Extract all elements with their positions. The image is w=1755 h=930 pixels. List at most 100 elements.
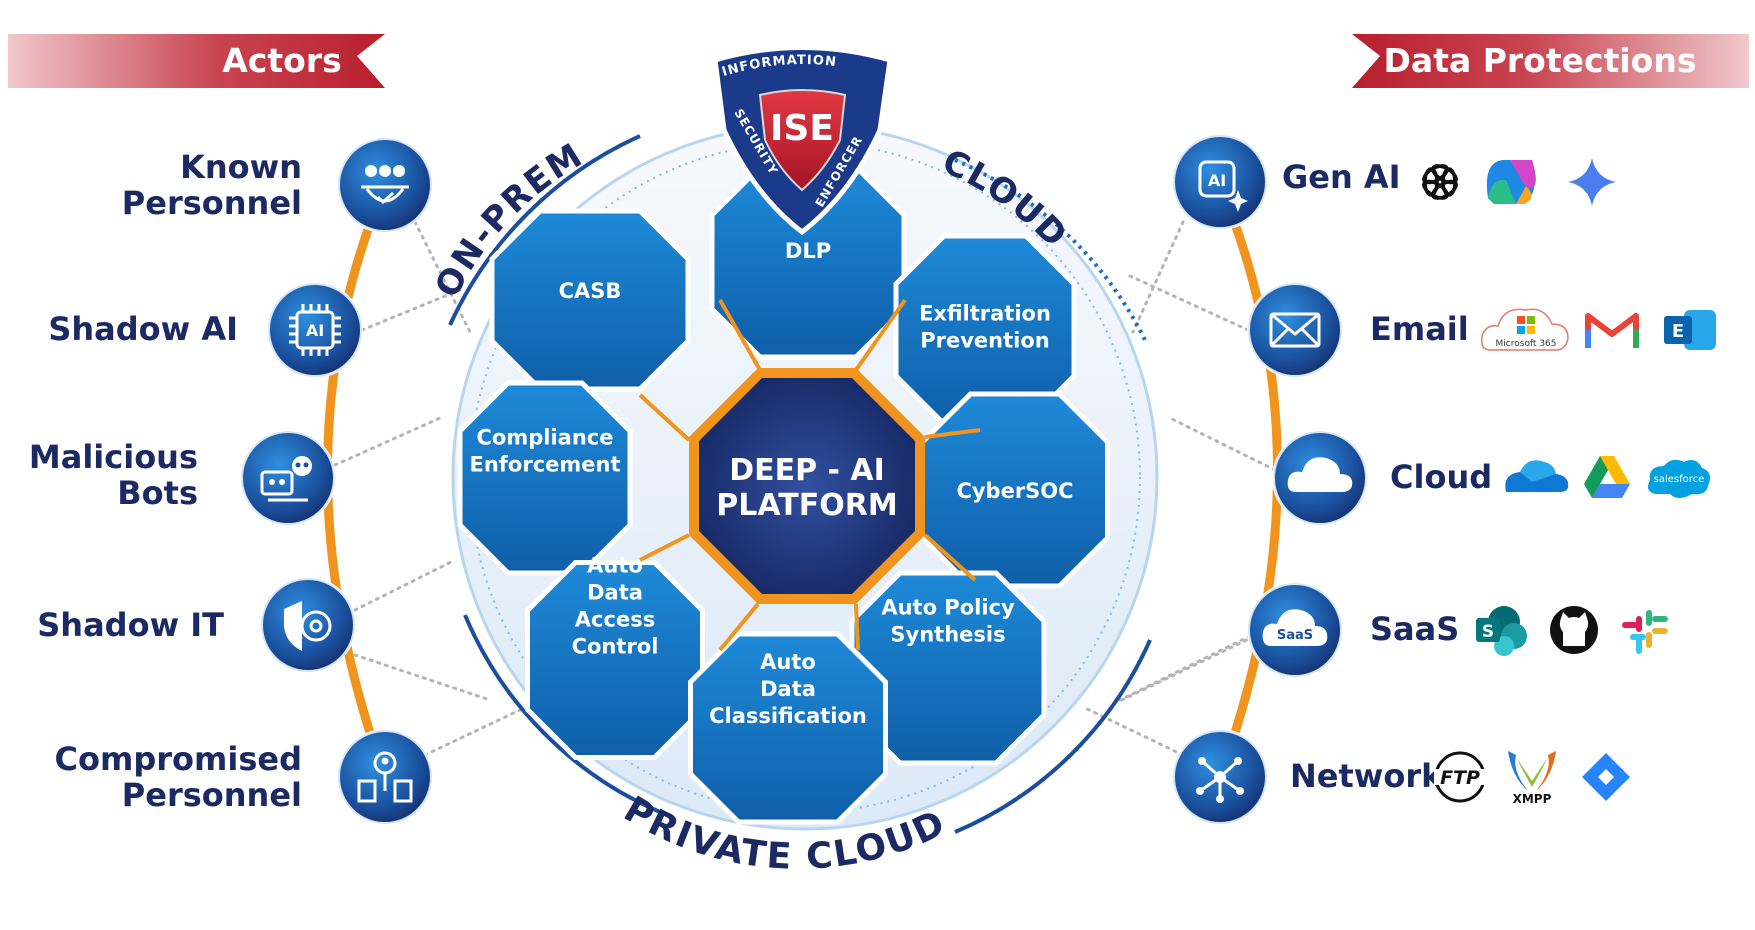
actor-label: Malicious — [29, 438, 198, 476]
google-drive-logo — [1584, 456, 1630, 498]
xmpp-logo: XMPP — [1508, 751, 1556, 806]
shield-gear-icon — [284, 601, 332, 651]
petal-separator — [924, 428, 981, 439]
capability-label: CyberSOC — [956, 479, 1073, 503]
person-data-icon — [357, 751, 413, 803]
salesforce-text: salesforce — [1654, 474, 1705, 485]
capability-octagon — [688, 631, 888, 825]
protection-label: Gen AI — [1282, 158, 1401, 196]
ai-sparkle-icon: AI — [1198, 160, 1248, 212]
shield-ise-text: ISE — [770, 108, 834, 149]
protection-label: SaaS — [1370, 610, 1459, 648]
svg-text:AI: AI — [306, 321, 324, 340]
capability-cybersoc: CyberSOC — [920, 391, 1110, 589]
svg-text:AI: AI — [1208, 171, 1226, 190]
slack-logo — [1622, 610, 1668, 654]
actor-icon-circle — [338, 138, 432, 232]
ftp-logo: FTP — [1434, 751, 1486, 803]
actor-icon-circle — [241, 431, 335, 525]
onprem-arc-line — [448, 134, 641, 326]
protection-label: Cloud — [1390, 458, 1492, 496]
openai-logo — [1422, 164, 1458, 200]
actor-label: Compromised — [55, 740, 302, 778]
actor-label: Bots — [117, 474, 198, 512]
data-protections-banner-label: Data Protections — [1384, 41, 1697, 80]
protection-3: Cloud salesforce — [1272, 430, 1710, 526]
ise-shield-logo: ISE INFORMATION SECURITY ENFORCER — [712, 45, 893, 236]
capability-octagon — [709, 164, 907, 360]
copilot-logo — [1486, 159, 1536, 204]
network-nodes-icon — [1196, 757, 1244, 803]
actor-icon-circle — [268, 283, 362, 377]
capability-dlp: DLP — [709, 164, 907, 360]
saas-cloud-icon: SaaS — [1262, 609, 1328, 646]
petal-separators — [638, 298, 981, 652]
capability-label: Synthesis — [890, 623, 1005, 647]
petal-separator — [854, 298, 907, 372]
data-protections-banner: Data Protections — [1352, 34, 1749, 88]
petal-separator — [639, 533, 690, 562]
capability-label: Exfiltration — [919, 302, 1051, 326]
private-arc-line-left — [463, 614, 661, 814]
dotted-connectors — [333, 220, 1277, 757]
deep-ai-platform-core: DEEP - AI PLATFORM — [689, 368, 925, 604]
robot-skull-icon — [260, 456, 312, 502]
capability-label: CASB — [559, 279, 622, 303]
capability-octagon — [525, 560, 705, 760]
capability-label: Compliance — [477, 426, 614, 450]
petal-separator — [718, 602, 760, 652]
core-title-line1: DEEP - AI — [729, 453, 885, 488]
protection-icon-circle — [1248, 283, 1342, 377]
capability-label: Data — [587, 581, 643, 605]
team-check-icon — [361, 165, 409, 205]
capability-label: Auto — [760, 650, 816, 674]
capability-label: Enforcement — [469, 453, 620, 477]
sharepoint-text: S — [1482, 622, 1494, 642]
capability-label: Auto — [587, 554, 643, 578]
petal-separator — [638, 393, 691, 442]
core-fill — [699, 378, 915, 594]
ms365-text: Microsoft 365 — [1496, 339, 1557, 349]
capability-label: Access — [575, 608, 655, 632]
actor-label: Personnel — [122, 184, 302, 222]
capability-label: Prevention — [920, 329, 1050, 353]
github-logo — [1550, 606, 1598, 654]
petal-separator — [923, 533, 977, 582]
jira-logo — [1582, 753, 1630, 801]
ftp-text: FTP — [1440, 767, 1480, 789]
sharepoint-logo: S — [1476, 606, 1527, 656]
capability-label: Control — [572, 635, 659, 659]
actor-label: Shadow IT — [37, 606, 224, 644]
actor-label: Personnel — [122, 776, 302, 814]
saas-icon-label: SaaS — [1277, 628, 1313, 643]
onedrive-logo — [1505, 460, 1569, 492]
cloud-arc-line — [954, 158, 1147, 341]
capability-label: Data — [760, 677, 816, 701]
protection-label: Email — [1370, 310, 1469, 348]
petal-separator — [854, 603, 860, 651]
actors-banner-label: Actors — [222, 41, 341, 80]
envelope-icon — [1269, 312, 1321, 348]
actors-banner: Actors — [8, 34, 385, 88]
exchange-logo: E — [1664, 310, 1716, 350]
protections-connector-arc — [1215, 180, 1282, 782]
protection-1: AI Gen AI — [1172, 134, 1616, 230]
banner-ribbon-right — [1352, 34, 1749, 88]
shield-inner — [758, 89, 847, 192]
protection-4: SaaS SaaS S — [1247, 582, 1668, 678]
gmail-logo — [1585, 313, 1639, 348]
capability-label: Classification — [709, 704, 867, 728]
capability-label: DLP — [785, 239, 831, 263]
petal-separator — [718, 299, 762, 371]
